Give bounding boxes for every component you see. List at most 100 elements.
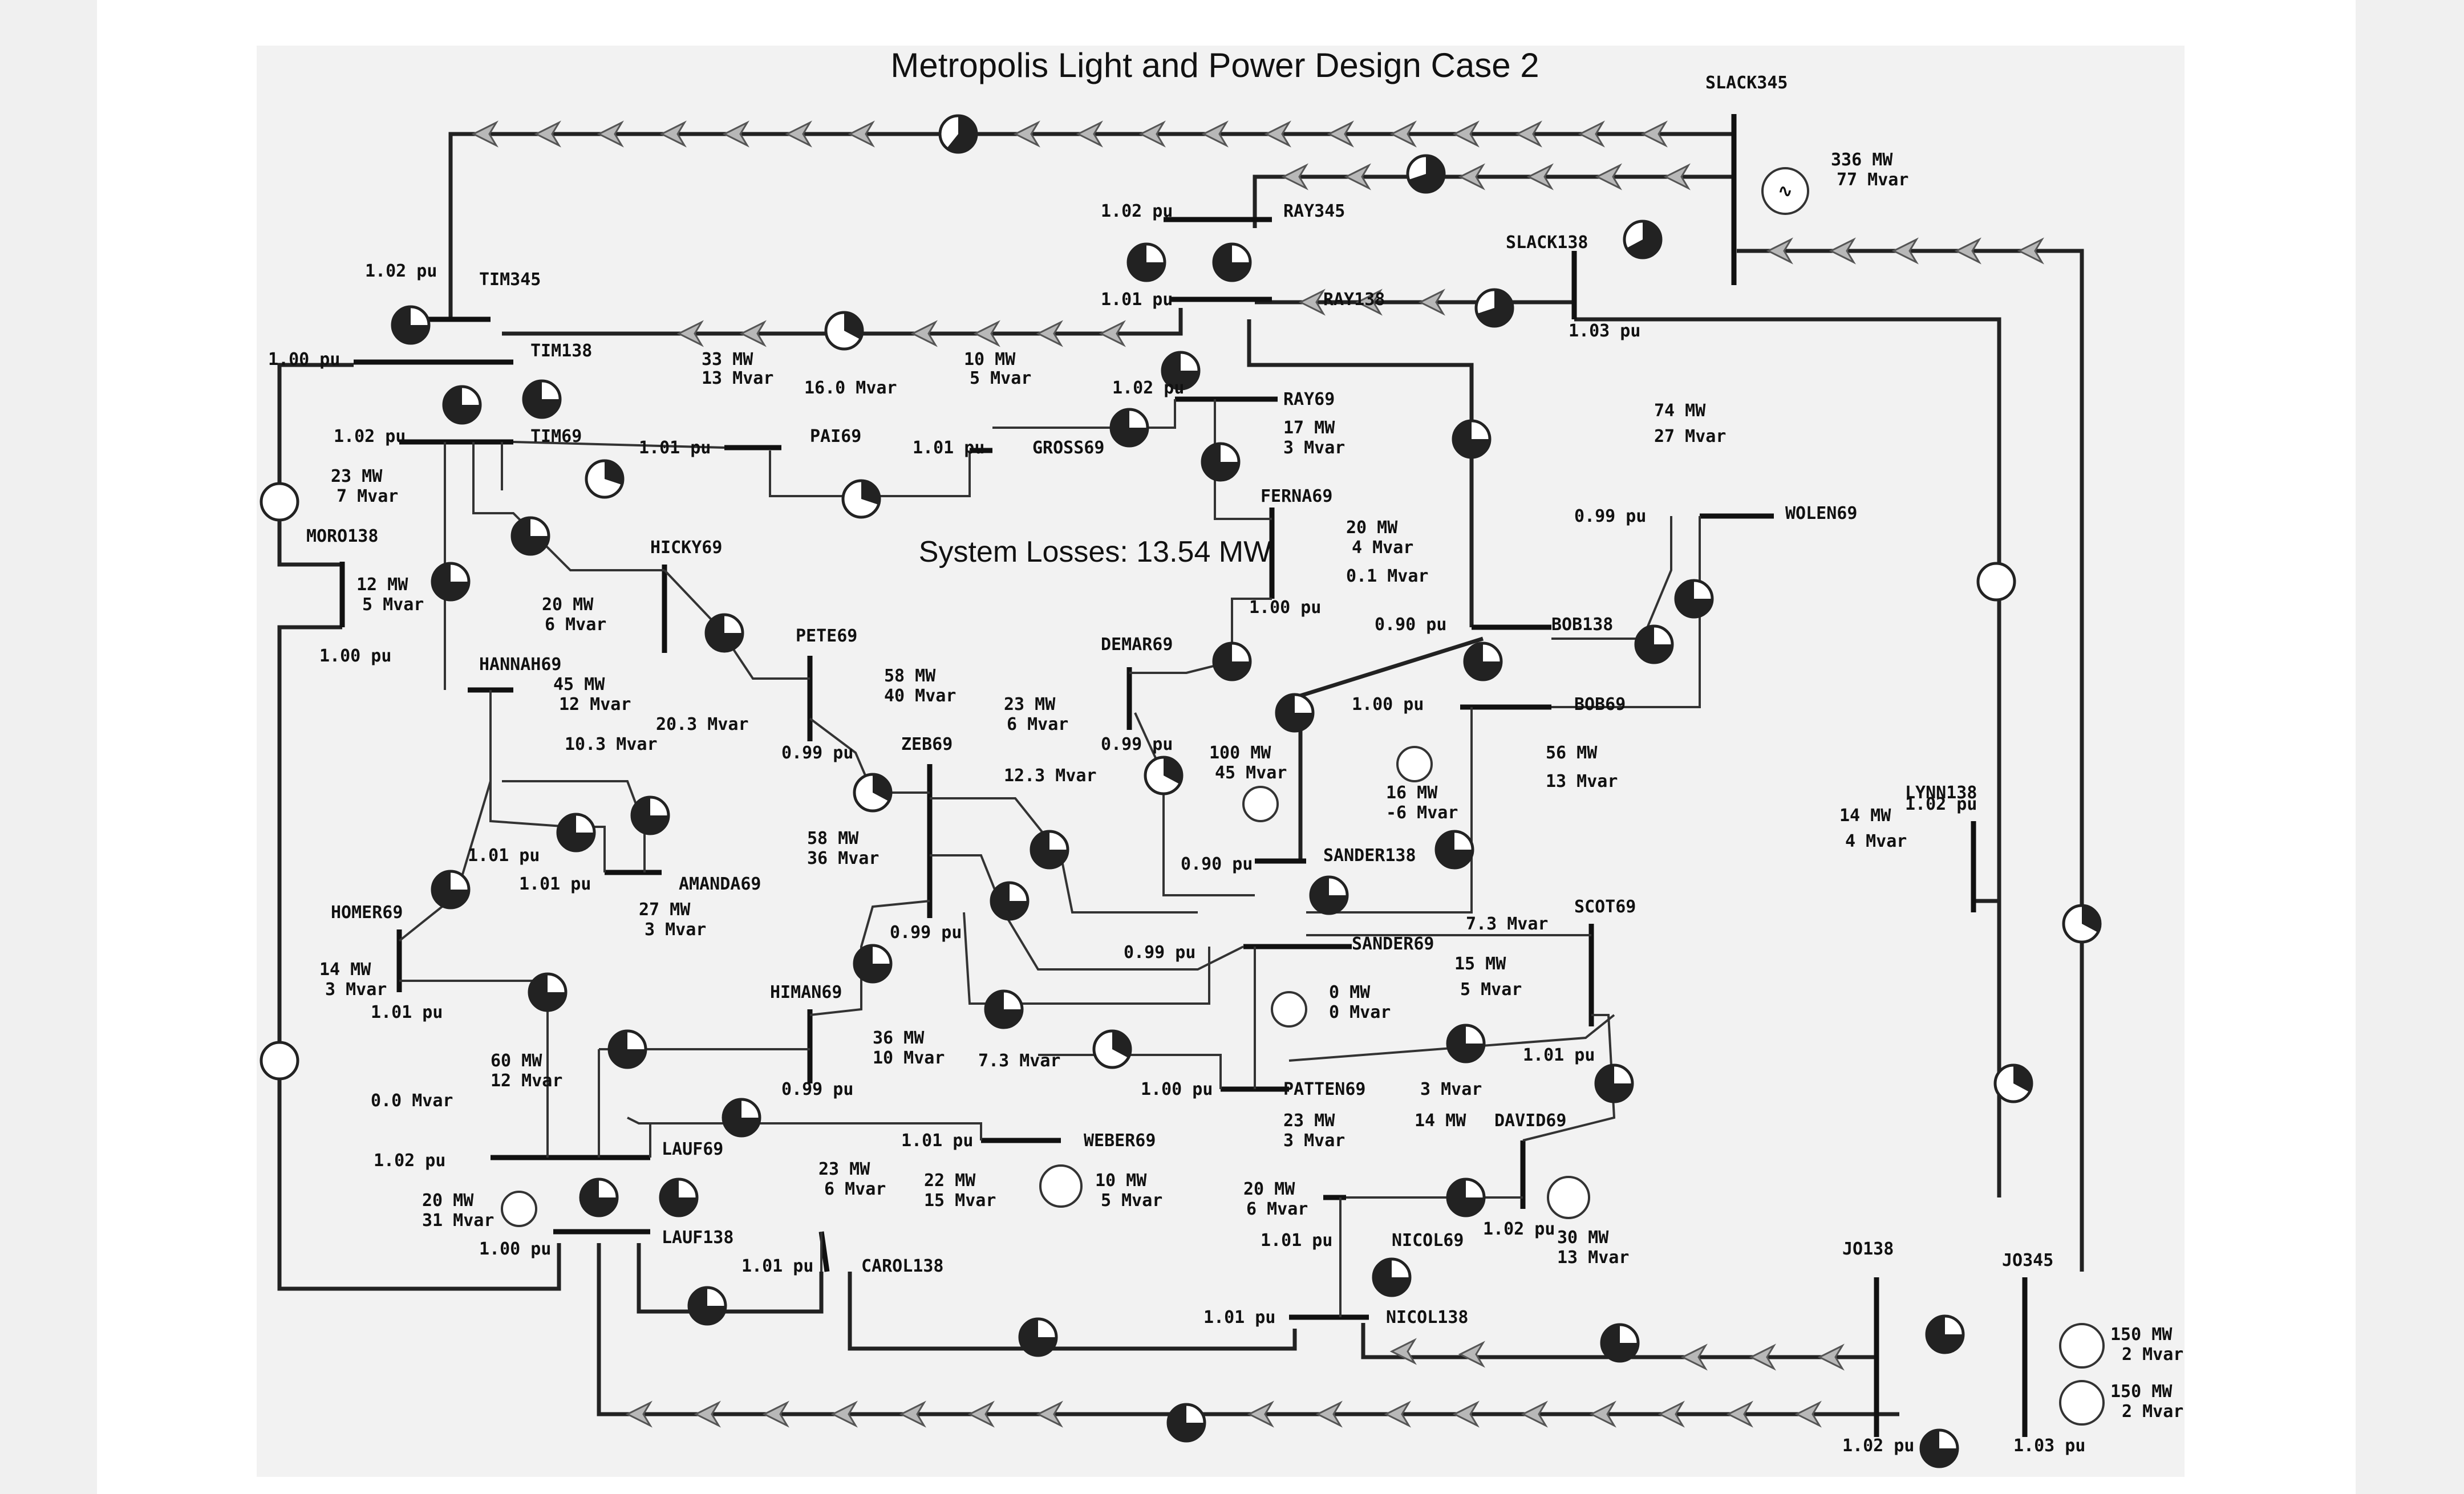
pu-ray69: 1.02 pu [1112, 378, 1184, 398]
svg-text:10.3 Mvar: 10.3 Mvar [565, 734, 658, 754]
label-homer69: HOMER69 [331, 903, 403, 923]
pu-jo345: 1.03 pu [2013, 1436, 2085, 1456]
generator-slack: ∿ [1761, 167, 1809, 215]
svg-text:23 MW: 23 MW [1004, 695, 1056, 714]
pu-nicol69: 1.01 pu [1261, 1231, 1332, 1251]
pu-pai69: 1.01 pu [639, 438, 711, 458]
pu-gross69: 1.01 pu [913, 438, 984, 458]
label-david69: DAVID69 [1494, 1111, 1566, 1131]
line-tim138-ray138 [502, 308, 1183, 336]
svg-text:5 Mvar: 5 Mvar [362, 595, 424, 615]
label-sander69: SANDER69 [1352, 934, 1434, 954]
pu-ferna69: 1.00 pu [1249, 598, 1321, 618]
svg-text:3 Mvar: 3 Mvar [325, 980, 387, 1000]
svg-text:77 Mvar: 77 Mvar [1837, 170, 1908, 190]
label-sander138: SANDER138 [1323, 846, 1416, 866]
svg-text:60 MW: 60 MW [491, 1051, 542, 1071]
label-ferna69: FERNA69 [1261, 486, 1332, 506]
svg-text:31 Mvar: 31 Mvar [422, 1211, 494, 1231]
label-slack138: SLACK138 [1506, 233, 1588, 253]
line-slack-ray345 [1253, 174, 1734, 228]
line-bob138-sander138 [1298, 636, 1484, 861]
system-losses-label: System Losses: 13.54 MW [919, 535, 1271, 569]
svg-text:36 Mvar: 36 Mvar [807, 849, 879, 868]
svg-text:14 MW: 14 MW [319, 960, 371, 980]
svg-text:56 MW: 56 MW [1546, 743, 1598, 763]
svg-text:336 MW: 336 MW [1831, 150, 1893, 170]
svg-text:20 MW: 20 MW [1346, 518, 1398, 538]
svg-text:2 Mvar: 2 Mvar [2122, 1345, 2183, 1365]
pu-lauf69: 1.02 pu [374, 1151, 445, 1171]
svg-text:20 MW: 20 MW [1243, 1179, 1295, 1199]
label-weber69: WEBER69 [1084, 1131, 1156, 1151]
svg-text:30 MW: 30 MW [1557, 1228, 1609, 1248]
label-wolen69: WOLEN69 [1785, 504, 1857, 523]
svg-text:16.0 Mvar: 16.0 Mvar [804, 378, 897, 398]
label-demar69: DEMAR69 [1101, 635, 1173, 655]
pu-tim138: 1.00 pu [268, 350, 340, 370]
svg-text:6 Mvar: 6 Mvar [1007, 714, 1068, 734]
pu-amanda69: 1.01 pu [519, 874, 591, 894]
svg-text:∿: ∿ [1778, 181, 1792, 201]
svg-text:13 Mvar: 13 Mvar [1546, 772, 1618, 791]
svg-text:20.3 Mvar: 20.3 Mvar [656, 714, 749, 734]
svg-text:22 MW: 22 MW [924, 1171, 976, 1191]
svg-text:100 MW: 100 MW [1209, 743, 1271, 763]
svg-text:27 Mvar: 27 Mvar [1654, 427, 1726, 446]
pu-carol138: 1.01 pu [741, 1256, 813, 1276]
svg-text:12 Mvar: 12 Mvar [491, 1071, 562, 1091]
svg-text:23 MW: 23 MW [818, 1159, 870, 1179]
pu-jo138: 1.02 pu [1842, 1436, 1914, 1456]
label-jo345: JO345 [2002, 1251, 2053, 1270]
label-ray345: RAY345 [1283, 201, 1345, 221]
generator-bob [1396, 746, 1433, 782]
svg-text:6 Mvar: 6 Mvar [824, 1179, 886, 1199]
label-himan69: HIMAN69 [770, 983, 842, 1002]
line-moro-lauf [277, 625, 561, 1291]
label-tim345: TIM345 [479, 270, 541, 290]
label-lauf69: LAUF69 [662, 1139, 723, 1159]
pu-hannah69: 1.01 pu [468, 846, 540, 866]
svg-text:14 MW: 14 MW [1415, 1111, 1466, 1131]
svg-text:23 MW: 23 MW [331, 466, 383, 486]
pu-david69: 1.02 pu [1483, 1219, 1555, 1239]
label-carol138: CAROL138 [861, 1256, 944, 1276]
svg-text:3 Mvar: 3 Mvar [1420, 1079, 1482, 1099]
pu-ray138: 1.01 pu [1101, 290, 1173, 310]
svg-text:13 Mvar: 13 Mvar [702, 368, 773, 388]
svg-text:23 MW: 23 MW [1283, 1111, 1335, 1131]
svg-text:58 MW: 58 MW [807, 829, 859, 849]
label-lynn138: LYNN138 [1905, 783, 1977, 803]
svg-text:10 MW: 10 MW [1095, 1171, 1147, 1191]
svg-text:40 Mvar: 40 Mvar [884, 686, 956, 706]
line-lauf138-carol [637, 1243, 824, 1314]
diagram-title: Metropolis Light and Power Design Case 2 [890, 46, 1539, 84]
pu-patten69: 1.00 pu [1141, 1079, 1213, 1099]
generator-lauf [501, 1191, 537, 1227]
pu-weber69: 1.01 pu [901, 1131, 973, 1151]
pu-tim345: 1.02 pu [365, 261, 437, 281]
line-ray138-slack138 [1255, 262, 1577, 305]
diagram-background [257, 46, 2185, 1477]
svg-text:12 MW: 12 MW [356, 575, 408, 595]
svg-text:12 Mvar: 12 Mvar [559, 695, 631, 714]
line-ray138-bob138 [1247, 319, 1474, 627]
line-slack138-lynn [1574, 317, 2001, 903]
pu-bob69: 1.00 pu [1352, 695, 1424, 714]
svg-text:2 Mvar: 2 Mvar [2122, 1402, 2183, 1422]
svg-text:5 Mvar: 5 Mvar [970, 368, 1031, 388]
labels: SLACK345 RAY345 1.02 pu SLACK138 1.03 pu… [268, 73, 2085, 1456]
label-nicol69: NICOL69 [1392, 1231, 1464, 1251]
svg-text:150 MW: 150 MW [2110, 1382, 2173, 1402]
svg-text:0 Mvar: 0 Mvar [1329, 1002, 1391, 1022]
label-pai69: PAI69 [810, 427, 861, 446]
line-tim138-moro [277, 363, 354, 567]
svg-text:16 MW: 16 MW [1386, 783, 1438, 803]
svg-text:6 Mvar: 6 Mvar [545, 615, 606, 635]
svg-text:27 MW: 27 MW [639, 900, 691, 920]
svg-text:6 Mvar: 6 Mvar [1246, 1199, 1308, 1219]
label-moro138: MORO138 [306, 526, 378, 546]
svg-text:4 Mvar: 4 Mvar [1352, 538, 1413, 558]
